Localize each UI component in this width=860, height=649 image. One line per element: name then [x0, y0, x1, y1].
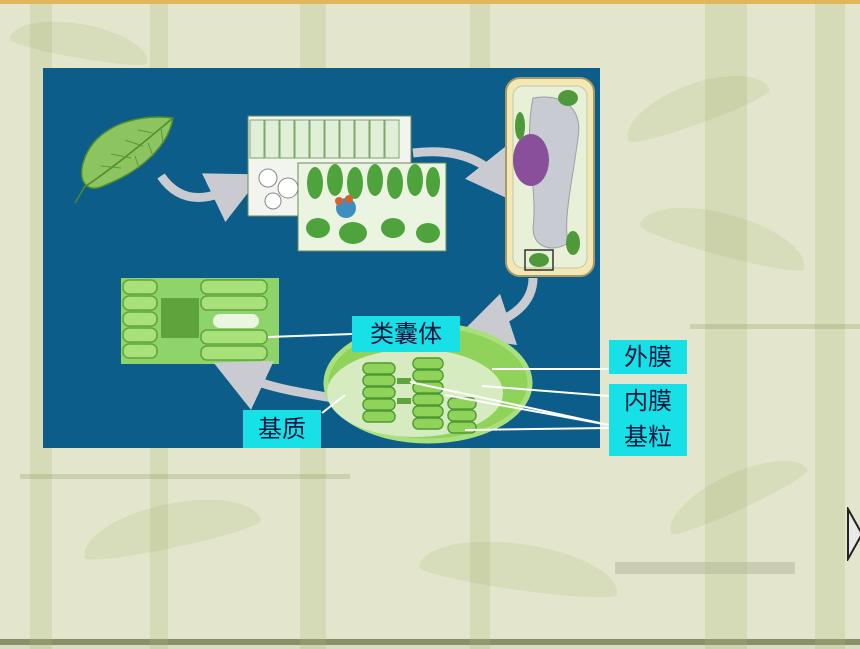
grana-label: 基粒	[609, 418, 687, 456]
bamboo-stalk	[815, 4, 845, 649]
arrow-icon	[213, 360, 334, 410]
bamboo-node	[20, 474, 350, 479]
next-slide-icon[interactable]	[846, 507, 860, 561]
bamboo-leaf	[417, 530, 623, 604]
inner-membrane-label: 内膜	[609, 384, 687, 418]
stroma-label: 基质	[243, 410, 321, 448]
bamboo-node	[690, 324, 860, 329]
arrow-icon	[157, 173, 263, 223]
watermark	[615, 562, 795, 574]
bamboo-leaf	[77, 485, 263, 567]
outer-membrane-label: 外膜	[609, 340, 687, 374]
bamboo-leaf	[617, 59, 773, 149]
leaf-illustration	[74, 116, 174, 204]
arrow-icon	[412, 145, 520, 205]
plant-cell	[505, 77, 595, 277]
diagram-panel	[43, 68, 600, 448]
mesophyll-cells	[297, 162, 447, 252]
chloroplast-diagram	[74, 77, 595, 444]
thylakoid-magnified	[121, 278, 279, 364]
bamboo-stalk	[705, 4, 747, 649]
thylakoid-label: 类囊体	[352, 316, 460, 352]
arrow-icon	[457, 277, 538, 346]
